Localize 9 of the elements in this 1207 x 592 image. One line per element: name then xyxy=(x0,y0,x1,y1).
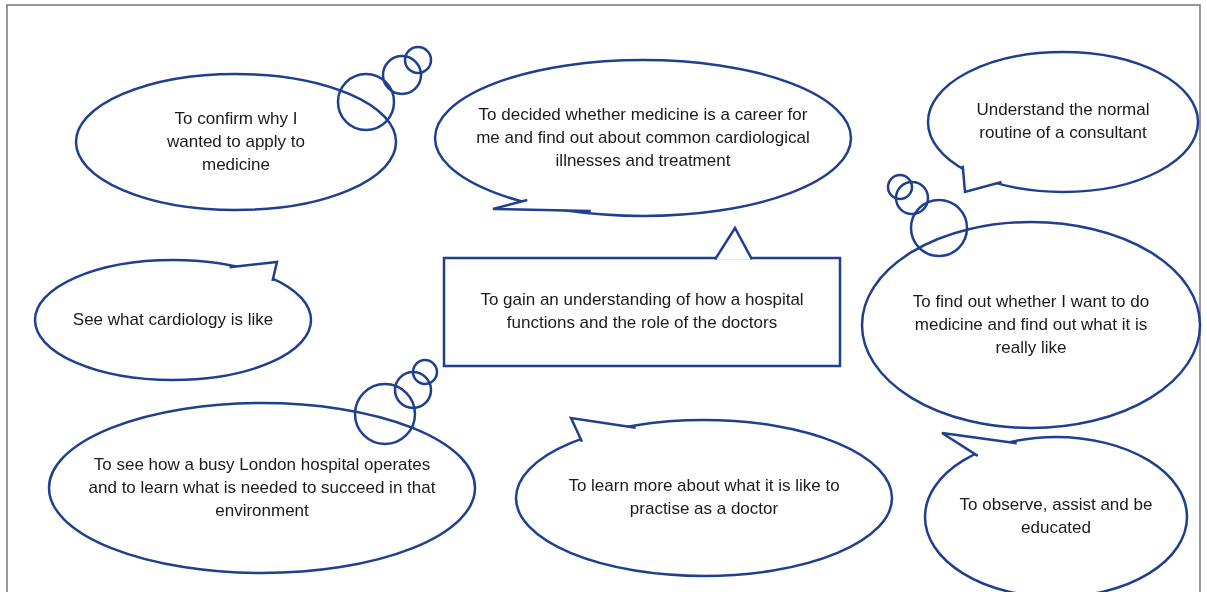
bubble-text: See what cardiology is like xyxy=(71,308,275,331)
bubble-text: To gain an understanding of how a hospital functions and the role of the doctors xyxy=(479,289,805,334)
bubble-text: To find out whether I want to do medicine and find out what it is really like xyxy=(911,290,1151,359)
bubble-text: To confirm why I wanted to apply to medicine xyxy=(166,107,306,176)
bubble-text: To learn more about what it is like to practise as a doctor xyxy=(567,475,841,520)
bubble-text: To see how a busy London hospital operates and to learn what is needed to succeed in that environment xyxy=(87,453,437,522)
bubble-text: Understand the normal routine of a consultant xyxy=(975,99,1151,144)
bubble-text: To decided whether medicine is a career for me and find out about common cardiological illnesses and treatment xyxy=(475,103,811,172)
bubble-text: To observe, assist and be educated xyxy=(958,494,1154,539)
